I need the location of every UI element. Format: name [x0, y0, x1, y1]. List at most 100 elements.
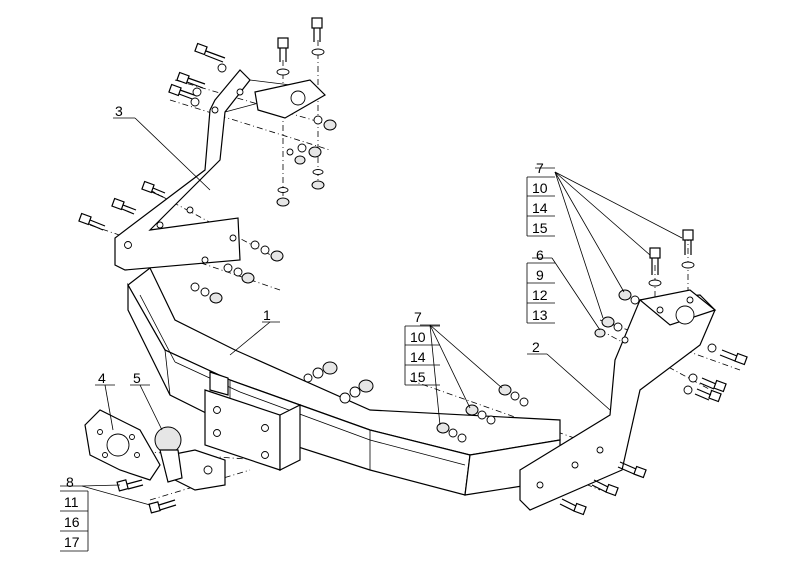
fasteners — [78, 17, 748, 516]
washer-icon — [200, 287, 210, 297]
washer-icon — [286, 148, 294, 156]
callout-left-item-1: 7 — [414, 309, 422, 325]
callout-left-item-4: 15 — [410, 369, 426, 385]
label-part-4: 4 — [98, 370, 106, 386]
bolt-icon — [277, 37, 289, 62]
bolt-icon — [311, 17, 323, 42]
washer-icon — [276, 68, 290, 76]
callout-right-mid-item-3: 12 — [532, 287, 548, 303]
washer-icon — [190, 97, 200, 107]
washer-icon — [312, 367, 324, 379]
tow-ball-part-5 — [154, 426, 226, 491]
washer-icon — [311, 48, 325, 56]
nut-icon — [436, 422, 450, 434]
washer-icon — [519, 397, 529, 407]
bolt-icon — [617, 461, 647, 479]
nut-icon — [594, 328, 606, 338]
washer-icon — [688, 373, 698, 383]
callout-table-bottom-left: 8 11 16 17 — [60, 474, 89, 552]
part-labels: 3 1 2 4 5 — [98, 103, 540, 386]
label-part-1: 1 — [263, 307, 271, 323]
washer-icon — [223, 263, 233, 273]
bolt-icon — [176, 71, 206, 89]
bolt-icon — [591, 479, 619, 497]
nut-icon — [358, 379, 374, 393]
callout-bottom-left-item-2: 11 — [64, 494, 79, 510]
bolt-icon — [194, 42, 226, 63]
leader-lines — [60, 117, 683, 506]
callout-bottom-left-item-4: 17 — [64, 534, 80, 550]
washer-icon — [303, 373, 313, 383]
bolt-icon — [78, 212, 106, 231]
callout-left-item-3: 14 — [410, 349, 426, 365]
washer-icon — [190, 282, 200, 292]
callout-bottom-left-item-1: 8 — [66, 474, 74, 490]
nut-icon — [209, 292, 223, 304]
callout-right-mid-item-1: 6 — [536, 247, 544, 263]
bolt-icon — [699, 377, 727, 393]
nut-icon — [294, 155, 306, 165]
callout-right-top-item-2: 10 — [532, 180, 548, 196]
callout-right-top-item-4: 15 — [532, 220, 548, 236]
callout-right-top-item-3: 14 — [532, 200, 548, 216]
washer-icon — [260, 245, 270, 255]
washer-icon — [277, 187, 289, 193]
callout-table-right-top: 7 10 14 15 — [526, 160, 555, 237]
bolt-icon — [559, 498, 587, 516]
washer-icon — [250, 240, 260, 250]
washer-icon — [217, 63, 227, 73]
crossbar-part-1 — [127, 267, 561, 496]
washer-icon — [192, 87, 202, 97]
center-mount-plate — [204, 371, 301, 471]
socket-plate-part-4 — [84, 409, 161, 481]
bolt-icon — [682, 229, 694, 255]
nut-icon — [322, 361, 338, 375]
washer-icon — [349, 386, 361, 398]
bolt-icon — [649, 247, 661, 275]
washer-icon — [707, 343, 717, 353]
washer-icon — [630, 295, 640, 305]
washer-icon — [339, 392, 351, 404]
bracket-right-part-2 — [519, 289, 717, 511]
bolt-icon — [116, 479, 144, 492]
washer-icon — [683, 385, 693, 395]
nut-icon — [465, 404, 479, 416]
callout-table-right-mid: 6 9 12 13 — [526, 247, 555, 324]
nut-icon — [601, 316, 615, 328]
label-part-2: 2 — [532, 339, 540, 355]
washer-icon — [312, 169, 324, 175]
nut-icon — [618, 289, 632, 301]
nut-icon — [323, 119, 337, 131]
bolt-icon — [694, 388, 722, 403]
washer-icon — [648, 279, 662, 287]
bolt-icon — [148, 499, 177, 514]
washer-icon — [313, 115, 323, 125]
callout-right-mid-item-2: 9 — [536, 267, 544, 283]
nut-icon — [241, 272, 255, 284]
callout-table-left: 7 10 14 15 — [404, 309, 440, 386]
label-part-3: 3 — [115, 103, 123, 119]
nut-icon — [308, 146, 322, 158]
callout-bottom-left-item-3: 16 — [64, 514, 80, 530]
callout-left-item-2: 10 — [410, 329, 426, 345]
bolt-icon — [719, 349, 748, 366]
bolt-icon — [111, 197, 137, 215]
label-part-5: 5 — [133, 370, 141, 386]
bolt-icon — [141, 180, 166, 198]
nut-icon — [270, 250, 284, 262]
washer-icon — [510, 391, 520, 401]
nut-icon — [311, 180, 325, 190]
washer-icon — [457, 433, 467, 443]
washer-icon — [681, 261, 695, 269]
bracket-left-part-3 — [114, 69, 326, 271]
washer-icon — [297, 143, 307, 153]
washer-icon — [233, 267, 243, 277]
washer-icon — [477, 410, 487, 420]
callout-right-mid-item-4: 13 — [532, 307, 548, 323]
washer-icon — [486, 415, 496, 425]
nut-icon — [276, 197, 290, 207]
callout-right-top-item-1: 7 — [536, 160, 544, 176]
washer-icon — [448, 428, 458, 438]
washer-icon — [613, 322, 623, 332]
